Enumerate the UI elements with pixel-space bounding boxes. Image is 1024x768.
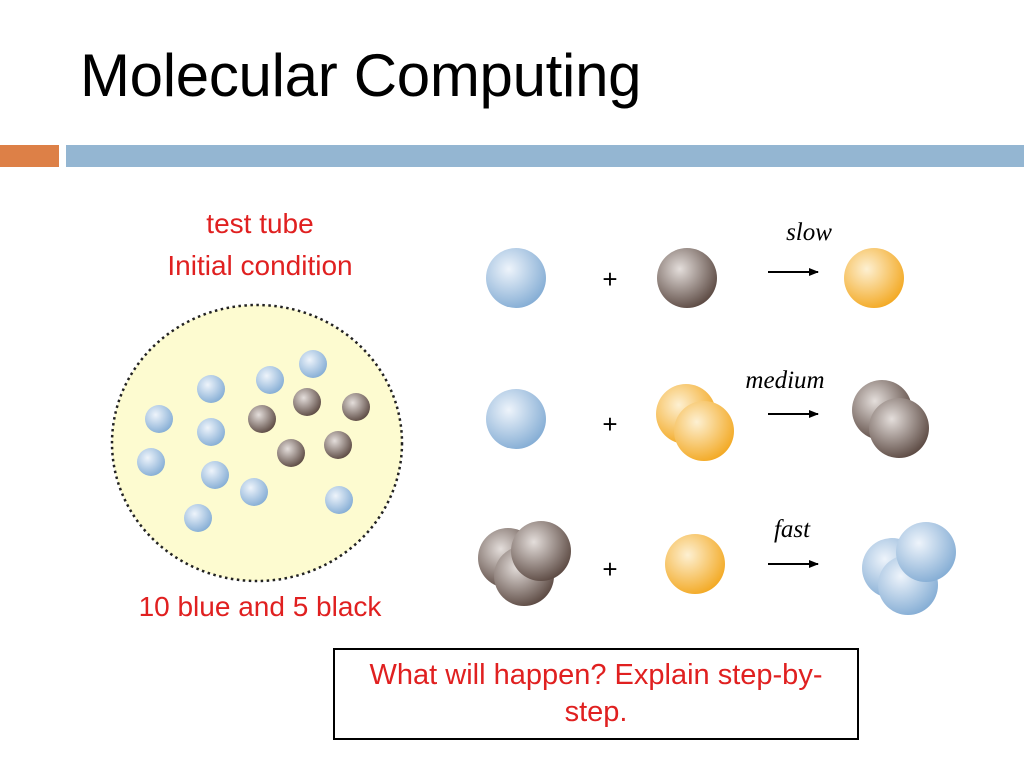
- plus-sign: +: [602, 264, 617, 294]
- tube-molecule-blue: [325, 486, 353, 514]
- tube-molecule-blue: [197, 375, 225, 403]
- reaction-fast: + fast: [478, 516, 956, 615]
- reactant-orange: [665, 534, 725, 594]
- question-box: What will happen? Explain step-by-step.: [333, 648, 859, 740]
- test-tube-label: test tube Initial condition: [110, 203, 410, 287]
- tube-molecule-blue: [240, 478, 268, 506]
- title-rule-orange: [0, 145, 59, 167]
- reactant-blue: [486, 248, 546, 308]
- reactant-black: [657, 248, 717, 308]
- reactant-black: [511, 521, 571, 581]
- slide-title: Molecular Computing: [80, 42, 642, 109]
- test-tube: [110, 303, 404, 583]
- tube-molecule-blue: [256, 366, 284, 394]
- reactant-blue: [486, 389, 546, 449]
- plus-sign: +: [602, 554, 617, 584]
- tube-molecule-black: [248, 405, 276, 433]
- question-text: What will happen? Explain step-by-step.: [369, 658, 823, 728]
- test-tube-label-line2: Initial condition: [167, 250, 353, 281]
- test-tube-label-line1: test tube: [206, 208, 314, 239]
- plus-sign: +: [602, 409, 617, 439]
- product-orange: [844, 248, 904, 308]
- test-tube-outline: [110, 303, 404, 583]
- tube-molecule-black: [277, 439, 305, 467]
- speed-label-medium: medium: [745, 367, 824, 394]
- tube-molecule-blue: [145, 405, 173, 433]
- tube-molecule-blue: [299, 350, 327, 378]
- product-black: [869, 398, 929, 458]
- speed-label-fast: fast: [774, 516, 811, 543]
- product-blue: [896, 522, 956, 582]
- title-rule-blue: [66, 145, 1024, 167]
- tube-molecule-blue: [201, 461, 229, 489]
- tube-molecule-black: [342, 393, 370, 421]
- reaction-medium: + medium: [486, 367, 929, 461]
- tube-molecule-blue: [137, 448, 165, 476]
- test-tube-count: 10 blue and 5 black: [138, 591, 382, 622]
- tube-molecule-black: [293, 388, 321, 416]
- reactant-orange: [674, 401, 734, 461]
- tube-molecule-black: [324, 431, 352, 459]
- tube-molecule-blue: [197, 418, 225, 446]
- tube-molecule-blue: [184, 504, 212, 532]
- reaction-slow: + slow: [486, 219, 904, 308]
- speed-label-slow: slow: [786, 219, 832, 246]
